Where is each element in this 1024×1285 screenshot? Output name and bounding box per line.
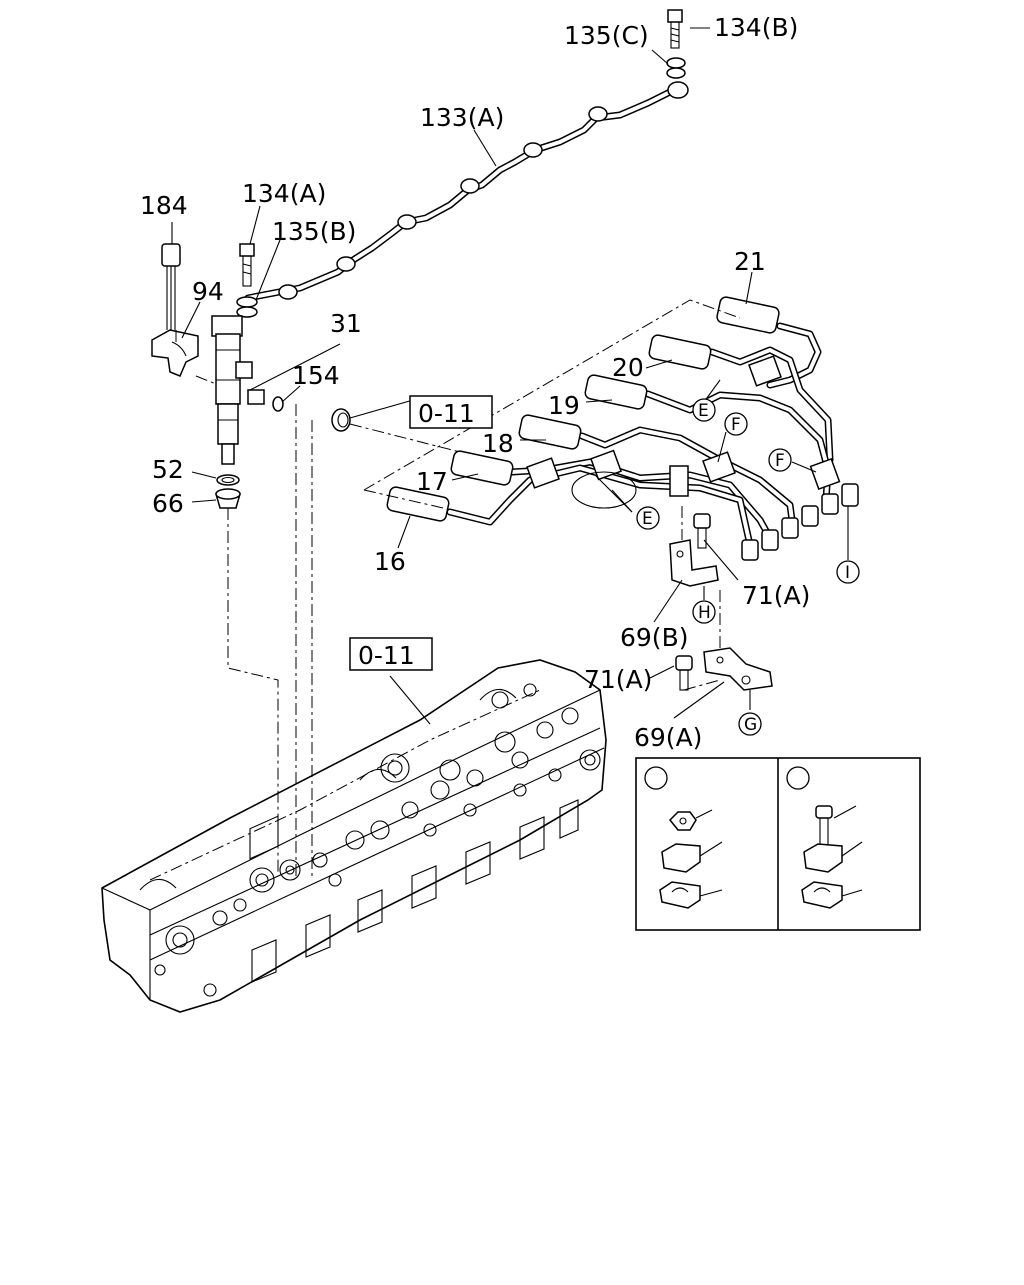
- bolt-184: [161, 243, 181, 330]
- o-ring-52: [216, 474, 240, 486]
- callout-h: H: [698, 603, 711, 623]
- label-69a: 69(A): [634, 723, 702, 752]
- label-133a: 133(A): [420, 103, 504, 132]
- label-66: 66: [152, 489, 184, 518]
- callouts: E E F F H G I: [636, 398, 860, 736]
- washer-135c: [666, 57, 686, 79]
- bracket-69b: [669, 539, 719, 587]
- callout-e-upper: E: [698, 401, 709, 421]
- label-52: 52: [152, 455, 184, 484]
- callout-f-lower: F: [775, 451, 785, 471]
- label-71a-lower: 71(A): [584, 665, 652, 694]
- label-18: 18: [482, 429, 514, 458]
- leak-off-pipe-133a: [244, 81, 689, 302]
- gasket-66: [215, 488, 241, 509]
- leader-lines: [171, 27, 849, 725]
- label-135b: 135(B): [272, 217, 356, 246]
- callout-f-upper: F: [731, 415, 741, 435]
- bracket-69a: [703, 647, 773, 691]
- label-134b: 134(B): [714, 13, 798, 42]
- bolt-71a-upper: [693, 513, 711, 549]
- cylinder-head: [101, 659, 607, 1013]
- bolt-134a: [239, 243, 255, 287]
- label-20: 20: [612, 353, 644, 382]
- label-154: 154: [292, 361, 340, 390]
- injector-31: [211, 315, 265, 465]
- label-94: 94: [192, 277, 224, 306]
- callout-e-lower: E: [642, 509, 653, 529]
- detail-f: [786, 766, 863, 909]
- ref-box-head: 0-11: [358, 641, 415, 670]
- detail-e: [644, 766, 723, 909]
- reference-boxes: 0-11 0-11: [349, 395, 493, 671]
- ref-box-top: 0-11: [418, 399, 475, 428]
- callout-g: G: [744, 715, 757, 735]
- detail-box: [635, 757, 921, 931]
- label-134a: 134(A): [242, 179, 326, 208]
- label-16: 16: [374, 547, 406, 576]
- clamp-94: [151, 329, 199, 377]
- bolt-71a-lower: [675, 655, 693, 691]
- label-31: 31: [330, 309, 362, 338]
- callout-i: I: [845, 563, 850, 583]
- banjo-bolt-134b: [667, 9, 683, 49]
- label-21: 21: [734, 247, 766, 276]
- label-69b: 69(B): [620, 623, 688, 652]
- label-71a-upper: 71(A): [742, 581, 810, 610]
- label-135c: 135(C): [564, 21, 649, 50]
- washer-135b: [236, 296, 258, 318]
- part-labels: 134(B) 135(C) 133(A) 184 134(A) 135(B) 9…: [140, 13, 810, 752]
- o-ring-154: [272, 396, 284, 412]
- label-184: 184: [140, 191, 188, 220]
- label-19: 19: [548, 391, 580, 420]
- seal-0-11: [331, 408, 351, 432]
- label-17: 17: [416, 467, 448, 496]
